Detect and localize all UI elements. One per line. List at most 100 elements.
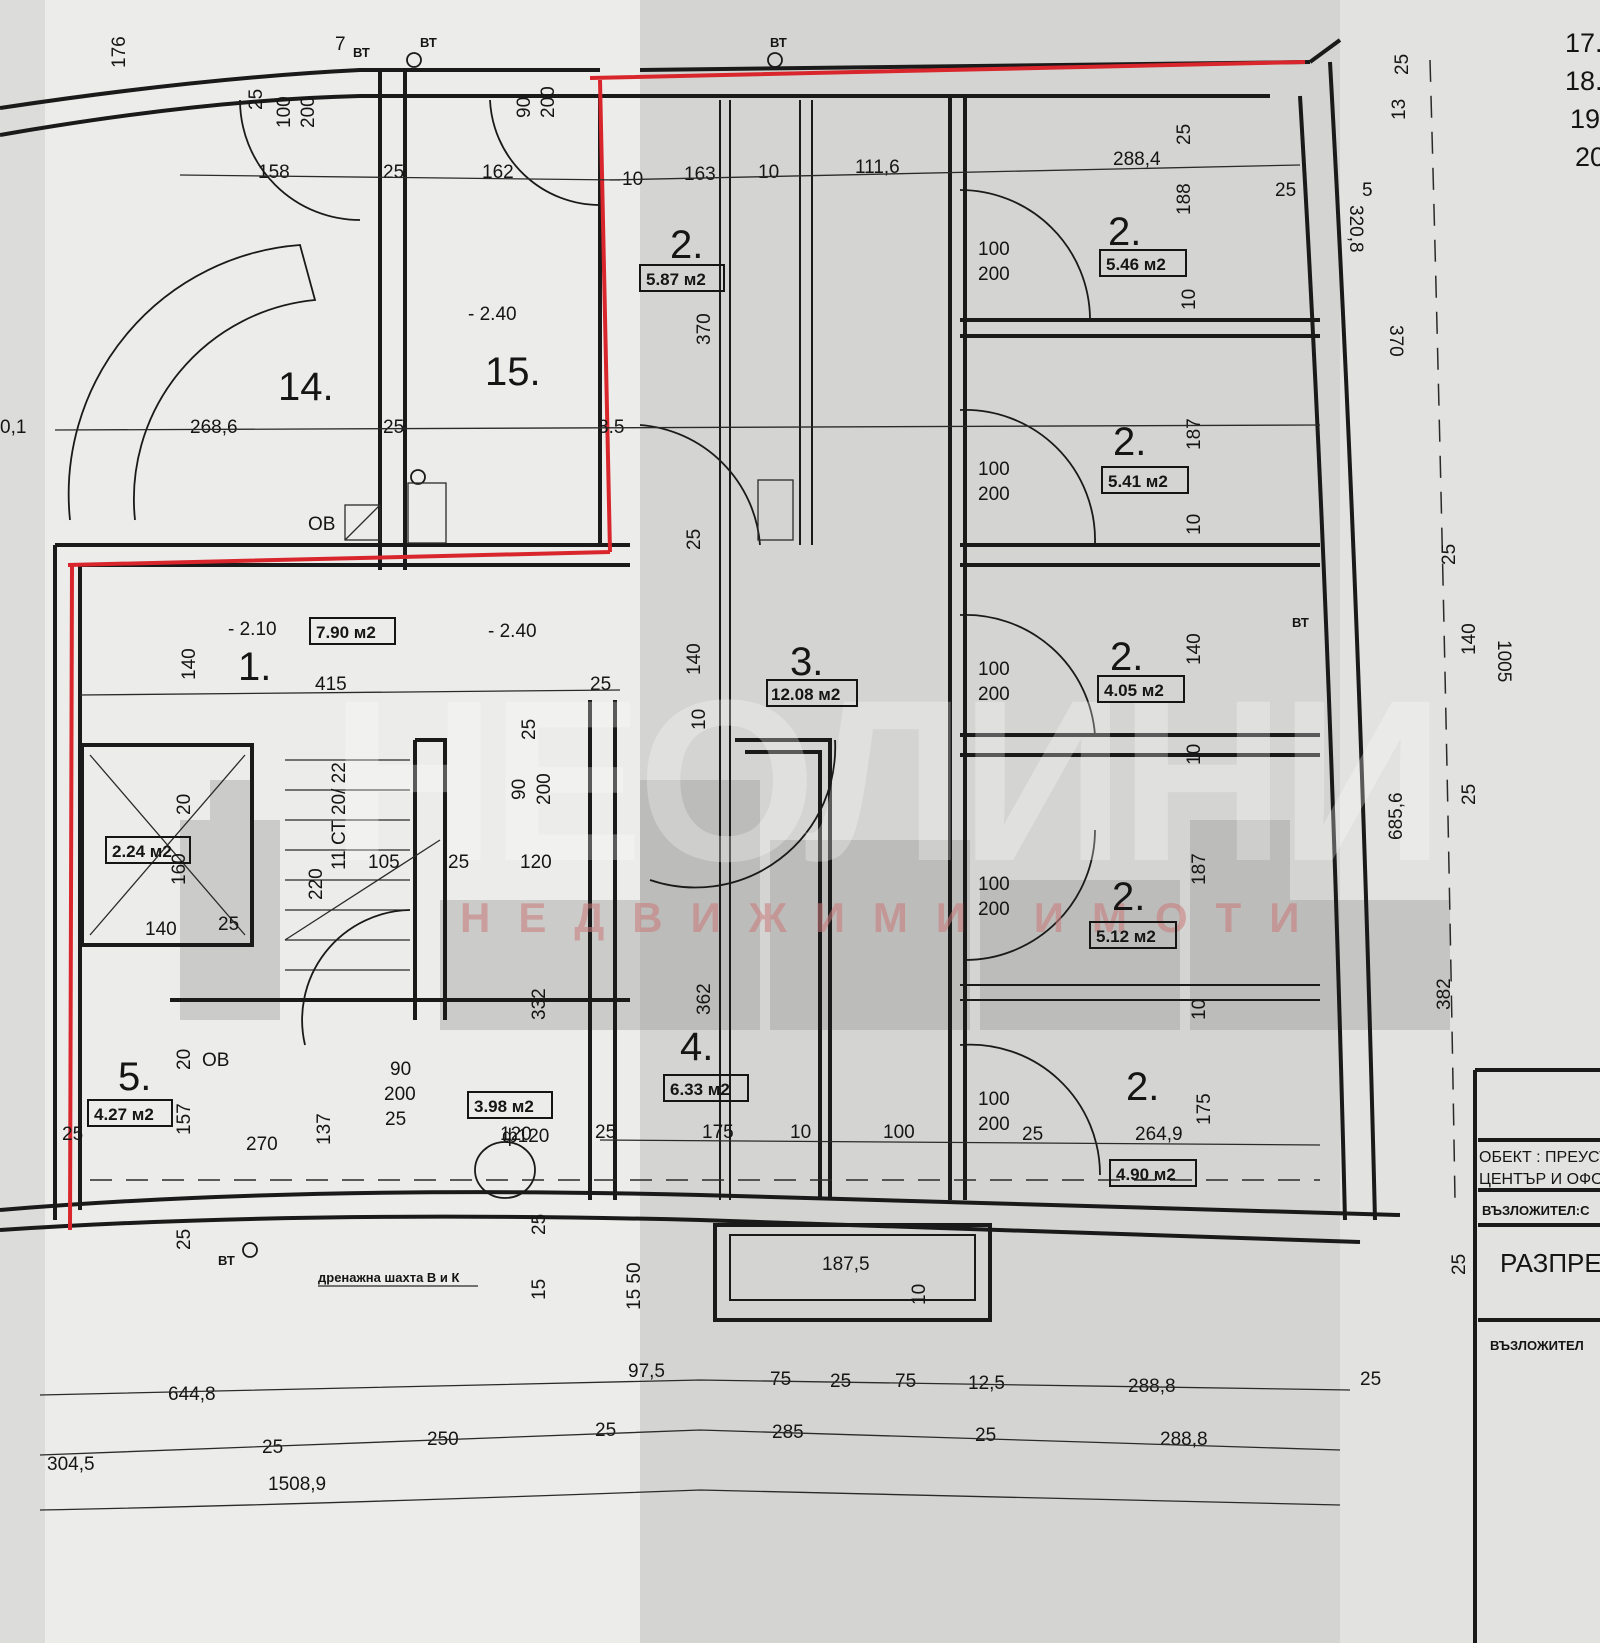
room-5-label: 5. (118, 1055, 151, 1099)
svg-text:25: 25 (1022, 1124, 1043, 1145)
bt-label: ВТ (353, 45, 370, 60)
svg-text:5: 5 (1362, 180, 1373, 201)
svg-text:163: 163 (684, 164, 716, 185)
svg-text:140: 140 (179, 648, 200, 680)
svg-text:20: 20 (174, 1049, 195, 1070)
boundary-line (67, 60, 1306, 1231)
svg-text:0,1: 0,1 (0, 417, 26, 438)
svg-text:12,5: 12,5 (968, 1373, 1005, 1394)
svg-text:187,5: 187,5 (822, 1254, 870, 1275)
svg-text:25: 25 (595, 1420, 616, 1441)
svg-text:11 СТ 20/ 22: 11 СТ 20/ 22 (329, 762, 350, 870)
svg-text:1508,9: 1508,9 (268, 1474, 326, 1495)
svg-text:25: 25 (1174, 124, 1195, 145)
svg-text:10: 10 (1184, 744, 1205, 765)
walls (0, 38, 1600, 1643)
room-2b-label: 2. (1108, 210, 1141, 254)
svg-text:25: 25 (590, 674, 611, 695)
room-2d-label: 2. (1110, 635, 1143, 679)
svg-text:220: 220 (306, 868, 327, 900)
door-height: 200 (978, 684, 1010, 705)
svg-text:264,9: 264,9 (1135, 1124, 1183, 1145)
svg-text:10: 10 (1184, 514, 1205, 535)
svg-text:20: 20 (1575, 142, 1600, 172)
stair-treads (284, 759, 441, 971)
room-2c-label: 2. (1113, 420, 1146, 464)
door-width: 100 (978, 459, 1010, 480)
svg-text:25: 25 (262, 1437, 283, 1458)
door-height: 200 (978, 264, 1010, 285)
svg-text:176: 176 (109, 36, 130, 68)
room-2d-area: 4.05 м2 (1104, 681, 1164, 700)
svg-text:7: 7 (335, 34, 346, 55)
watermark-tagline: НЕДВИЖИМИ ИМОТИ (460, 894, 1327, 941)
svg-text:17.: 17. (1565, 28, 1600, 58)
svg-text:25: 25 (383, 162, 404, 183)
svg-text:25: 25 (62, 1124, 83, 1145)
svg-text:187: 187 (1184, 418, 1205, 450)
svg-text:25: 25 (595, 1122, 616, 1143)
svg-text:140: 140 (1184, 633, 1205, 665)
svg-text:200: 200 (298, 96, 319, 128)
room-2e-area: 5.12 м2 (1096, 927, 1156, 946)
svg-text:10: 10 (758, 162, 779, 183)
svg-text:304,5: 304,5 (47, 1454, 95, 1475)
title-investor: ВЪЗЛОЖИТЕЛ:С (1482, 1203, 1590, 1218)
svg-text:644,8: 644,8 (168, 1384, 216, 1405)
svg-text:10: 10 (909, 1284, 930, 1305)
door-height: 200 (978, 484, 1010, 505)
svg-text:13: 13 (1389, 99, 1410, 120)
svg-text:175: 175 (1194, 1093, 1215, 1125)
svg-text:362: 362 (694, 983, 715, 1015)
svg-text:25: 25 (385, 1109, 406, 1130)
door-height: 200 (384, 1084, 416, 1105)
svg-text:270: 270 (246, 1134, 278, 1155)
svg-text:200: 200 (534, 773, 555, 805)
bt-label: ВТ (218, 1253, 235, 1268)
svg-text:175: 175 (702, 1122, 734, 1143)
svg-text:268,6: 268,6 (190, 417, 238, 438)
svg-text:15 50: 15 50 (624, 1262, 645, 1310)
room-5-area: 4.27 м2 (94, 1105, 154, 1124)
svg-text:370: 370 (1385, 325, 1406, 357)
title-object-line2: ЦЕНТЪР И ОФО (1479, 1171, 1600, 1188)
watermark-city-icon (180, 780, 1450, 1030)
svg-text:382: 382 (1434, 978, 1455, 1010)
svg-text:111,6: 111,6 (855, 157, 900, 178)
watermark-brand: НЕОЛИНИ (330, 652, 1439, 909)
svg-text:19: 19 (1570, 104, 1600, 134)
door-width: 100 (978, 659, 1010, 680)
svg-text:25: 25 (830, 1371, 851, 1392)
room-2a-area: 5.87 м2 (646, 270, 706, 289)
door-width: 100 (978, 874, 1010, 895)
paper-panel-right (1340, 0, 1600, 1643)
door-swings (67, 99, 1101, 1176)
room-1-level: - 2.10 (228, 619, 277, 640)
svg-text:158: 158 (258, 162, 290, 183)
svg-text:25: 25 (1360, 1369, 1381, 1390)
door-labels: 100 200 100 200 100 200 100 200 100 200 … (384, 239, 1010, 1135)
room-3-label: 3. (790, 640, 823, 684)
drain-shaft-label: дренажна шахта В и К (318, 1270, 460, 1285)
svg-text:25: 25 (529, 1214, 550, 1235)
svg-text:200: 200 (538, 86, 559, 118)
edge-list: 17. 18. 19 20 (1565, 28, 1600, 172)
bt-label: ВТ (420, 35, 437, 50)
svg-text:25: 25 (218, 914, 239, 935)
room-2f-label: 2. (1126, 1065, 1159, 1109)
svg-text:25: 25 (1275, 180, 1296, 201)
door-height: 200 (978, 1114, 1010, 1135)
svg-text:25: 25 (383, 417, 404, 438)
pipe-riser-icon (410, 469, 426, 485)
pipe-riser-icon (767, 52, 783, 68)
svg-text:120: 120 (500, 1124, 532, 1145)
svg-text:140: 140 (684, 643, 705, 675)
pipe-riser-icon (242, 1242, 258, 1258)
shaft-area: 2.24 м2 (112, 842, 172, 861)
svg-text:685,6: 685,6 (1386, 792, 1407, 840)
room-14-label: 14. (278, 365, 334, 409)
paper-panel-middle (640, 0, 1340, 1643)
svg-text:25: 25 (519, 719, 540, 740)
svg-text:25: 25 (174, 1229, 195, 1250)
room-2b-area: 5.46 м2 (1106, 255, 1166, 274)
